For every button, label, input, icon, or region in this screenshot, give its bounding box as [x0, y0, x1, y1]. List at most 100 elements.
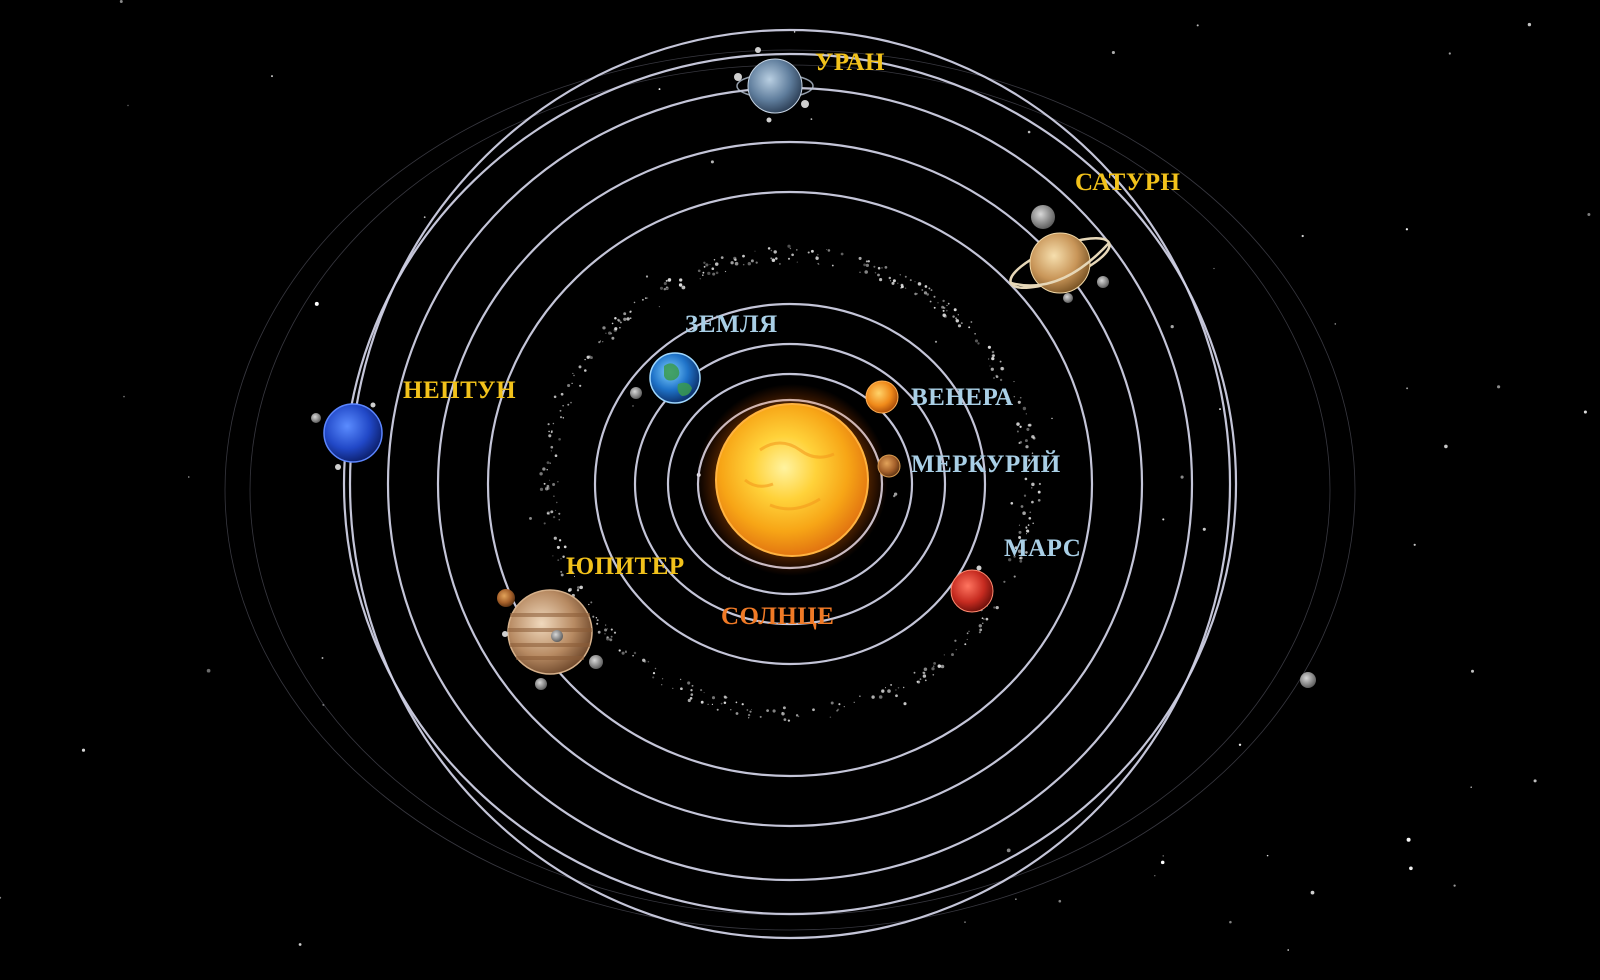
- asteroid: [723, 701, 727, 704]
- asteroid: [942, 309, 945, 312]
- asteroid: [702, 274, 704, 276]
- earth: [630, 352, 701, 404]
- jupiter-moon-3: [589, 655, 603, 669]
- asteroid: [1029, 511, 1032, 514]
- neptune-moon-3: [370, 402, 376, 408]
- asteroid: [878, 695, 883, 699]
- orbit-jupiter: [436, 140, 1144, 828]
- asteroid: [940, 664, 945, 669]
- asteroid: [1025, 413, 1027, 415]
- neptune-disc: [323, 403, 383, 463]
- asteroid: [647, 660, 650, 663]
- asteroid: [981, 617, 984, 620]
- venus-disc: [865, 380, 899, 414]
- orbit-earth: [633, 342, 947, 626]
- asteroid: [700, 700, 704, 704]
- star: [1287, 949, 1290, 951]
- asteroid: [633, 651, 637, 655]
- asteroid: [990, 367, 994, 371]
- asteroid: [576, 586, 580, 589]
- asteroid: [1025, 533, 1028, 535]
- asteroid: [661, 678, 664, 680]
- star: [1406, 837, 1411, 842]
- asteroid: [623, 317, 627, 321]
- asteroid: [599, 340, 602, 342]
- star: [271, 75, 273, 78]
- asteroid: [1003, 580, 1006, 583]
- asteroid: [942, 299, 945, 303]
- asteroid: [551, 430, 553, 432]
- asteroid: [770, 257, 773, 260]
- asteroid: [772, 709, 776, 713]
- asteroid: [562, 405, 564, 407]
- star: [529, 516, 532, 520]
- asteroid: [946, 304, 948, 307]
- asteroid: [604, 633, 606, 635]
- asteroid: [1018, 530, 1022, 534]
- asteroid: [1031, 500, 1034, 504]
- distant-object: [1300, 672, 1316, 688]
- jupiter-moon-4: [535, 678, 547, 690]
- asteroid: [797, 715, 800, 718]
- asteroid: [746, 709, 749, 711]
- asteroid: [546, 484, 550, 488]
- asteroid: [1028, 516, 1032, 520]
- asteroid: [966, 632, 969, 635]
- asteroid: [830, 701, 834, 705]
- asteroid: [879, 278, 883, 282]
- saturn-moon-1: [1031, 205, 1055, 229]
- asteroid: [922, 671, 925, 674]
- asteroid: [865, 263, 870, 268]
- asteroid: [897, 282, 899, 284]
- asteroid: [712, 272, 716, 276]
- asteroid: [888, 276, 892, 280]
- asteroid: [559, 409, 562, 412]
- uranus-moon-2: [801, 100, 809, 108]
- asteroid: [923, 291, 928, 295]
- asteroid: [1018, 524, 1020, 526]
- jupiter-moon-2: [551, 630, 563, 642]
- asteroid: [690, 693, 694, 696]
- asteroid: [909, 279, 912, 282]
- asteroid: [914, 281, 916, 283]
- asteroid: [1013, 381, 1015, 383]
- star: [645, 275, 649, 278]
- venus: [865, 380, 899, 414]
- asteroid: [624, 650, 627, 653]
- asteroid: [1032, 522, 1035, 525]
- asteroid: [687, 698, 691, 703]
- asteroid: [625, 651, 627, 653]
- asteroid: [941, 305, 945, 309]
- saturn-moon-2: [1097, 276, 1109, 288]
- mars: [950, 565, 994, 613]
- asteroid: [606, 637, 610, 641]
- star: [632, 405, 634, 407]
- asteroid: [924, 285, 928, 288]
- asteroid: [606, 636, 609, 639]
- asteroid: [547, 512, 549, 515]
- asteroid: [1025, 526, 1028, 529]
- asteroid: [853, 701, 855, 703]
- asteroid: [584, 369, 587, 372]
- asteroid: [1014, 546, 1018, 550]
- asteroid: [633, 301, 636, 304]
- sun-surface-detail: [744, 441, 835, 511]
- asteroid: [700, 689, 703, 692]
- asteroid: [991, 356, 995, 361]
- asteroid: [1016, 422, 1020, 426]
- asteroid: [558, 518, 561, 521]
- asteroid: [795, 249, 798, 251]
- asteroid: [937, 664, 942, 668]
- asteroid: [666, 288, 668, 290]
- asteroid: [567, 383, 571, 388]
- asteroid: [589, 356, 593, 360]
- asteroid: [1031, 452, 1034, 454]
- asteroid: [991, 350, 995, 354]
- asteroid: [590, 601, 593, 604]
- asteroid: [1016, 430, 1019, 433]
- asteroid: [733, 256, 737, 261]
- asteroid: [576, 589, 580, 592]
- asteroid: [865, 260, 868, 263]
- asteroid: [914, 292, 917, 296]
- asteroid: [579, 585, 583, 590]
